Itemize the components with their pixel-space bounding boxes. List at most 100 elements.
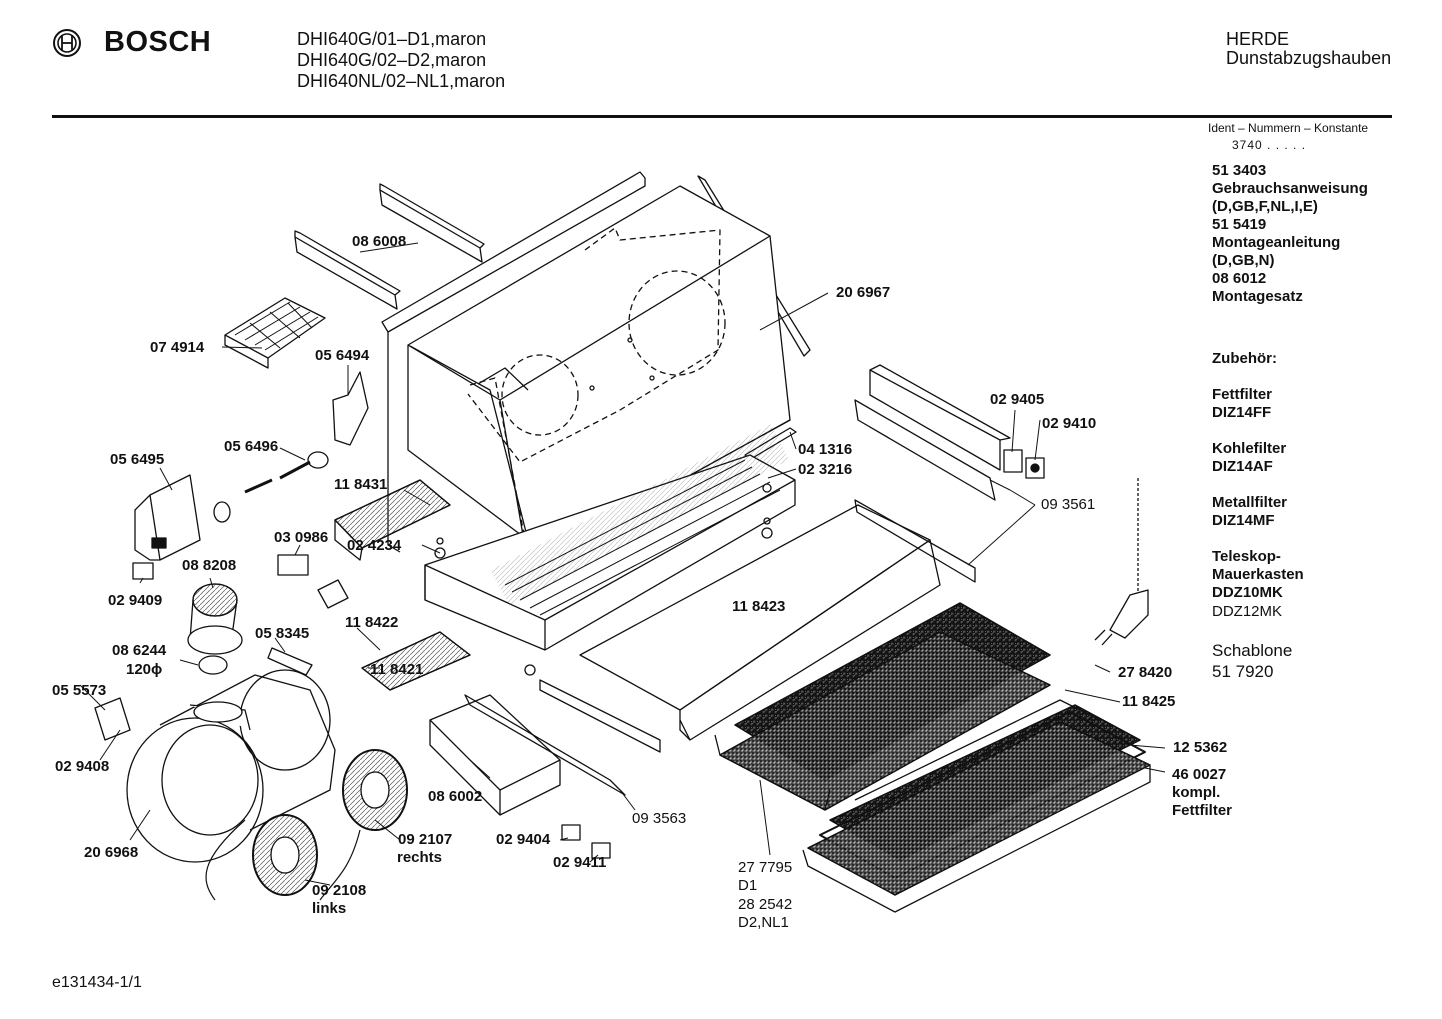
template-code: 51 7920 (1212, 662, 1274, 681)
doc-line: 51 3403 (1212, 162, 1267, 179)
part-label: 02 3216 (798, 461, 853, 478)
part-label: 11 8425 (1122, 693, 1176, 710)
brand-name: BOSCH (104, 26, 212, 58)
part-label: 02 9408 (55, 758, 110, 775)
blower-housing-part (127, 670, 335, 862)
part-label: 07 4914 (150, 339, 205, 356)
doc-line: 08 6012 (1212, 270, 1267, 287)
part-label: 02 9409 (108, 592, 163, 609)
accessory-item: Kohlefilter DIZ14AF (1212, 440, 1286, 476)
part-label: 09 2107 (398, 831, 453, 848)
part-label: links (312, 900, 347, 917)
part-label: 05 6496 (224, 438, 279, 455)
power-cable-part (1095, 478, 1148, 645)
accessory-item: Metallfilter DIZ14MF (1212, 494, 1287, 530)
part-label: 08 6244 (112, 642, 167, 659)
accessory-name: Kohlefilter (1212, 440, 1287, 457)
telescope-line: Mauerkasten (1212, 566, 1304, 583)
switch-part (562, 825, 580, 840)
part-label: 02 9410 (1042, 415, 1097, 432)
part-label: 09 2108 (312, 882, 367, 899)
part-label: 09 3563 (632, 810, 687, 827)
accessory-code: DIZ14AF (1212, 458, 1273, 475)
part-label: 28 2542 (738, 896, 793, 913)
part-label: 05 6495 (110, 451, 165, 468)
part-label: 11 8431 (334, 476, 388, 493)
document-code: e131434-1/1 (52, 974, 142, 991)
part-label: 46 0027 (1172, 766, 1227, 783)
part-label: 08 6002 (428, 788, 483, 805)
telescope-line: DDZ10MK (1212, 584, 1283, 601)
part-label: 20 6967 (836, 284, 891, 301)
wall-bracket-part (295, 184, 484, 309)
part-label: D1 (738, 877, 758, 894)
part-label: 05 8345 (255, 625, 310, 642)
rail-part (430, 680, 660, 815)
part-label: kompl. (1172, 784, 1221, 801)
grille-part (225, 298, 325, 368)
part-label: D2,NL1 (738, 914, 789, 931)
part-label: 12 5362 (1173, 739, 1228, 756)
part-label: 02 9411 (553, 854, 607, 871)
part-label: 04 1316 (798, 441, 853, 458)
doc-line: (D,GB,F,NL,I,E) (1212, 198, 1318, 215)
part-label: Fettfilter (1172, 802, 1232, 819)
part-label: 02 9405 (990, 391, 1045, 408)
grease-filter-part (715, 603, 1050, 810)
part-label: 09 3561 (1041, 496, 1096, 513)
doc-line: Montagesatz (1212, 288, 1303, 305)
header-divider (52, 115, 1392, 118)
fan-box-part (425, 442, 795, 675)
part-label: 120ϕ (126, 661, 163, 678)
part-label: 27 7795 (738, 859, 793, 876)
part-label: 02 4234 (347, 537, 402, 554)
part-label: 05 5573 (52, 682, 107, 699)
switch-part (278, 555, 308, 575)
part-label: 08 8208 (182, 557, 237, 574)
template-title: Schablone (1212, 641, 1293, 660)
part-label: 20 6968 (84, 844, 139, 861)
ident-title: Ident – Nummern – Konstante (1208, 121, 1369, 135)
disc-part (199, 656, 227, 674)
telescope-alt: DDZ12MK (1212, 603, 1283, 620)
part-label: 11 8421 (370, 661, 424, 678)
model-line: DHI640G/01–D1,maron (297, 29, 487, 49)
part-label: 11 8422 (345, 614, 399, 631)
clip-part (318, 580, 348, 608)
product-category: HERDE Dunstabzugshauben (1226, 30, 1391, 68)
ident-value: 3740 . . . . . (1232, 138, 1307, 152)
part-label: rechts (397, 849, 443, 866)
category-line: HERDE (1226, 29, 1290, 49)
part-label: 03 0986 (274, 529, 329, 546)
accessory-code: DIZ14FF (1212, 404, 1272, 421)
bosch-logo-icon (53, 29, 81, 57)
accessories-title: Zubehör: (1212, 350, 1277, 367)
relay-part (95, 698, 130, 740)
part-label: 08 6008 (352, 233, 407, 250)
accessory-name: Fettfilter (1212, 386, 1272, 403)
rail-part (855, 365, 1010, 582)
part-label: 05 6494 (315, 347, 370, 364)
accessory-code: DIZ14MF (1212, 512, 1275, 529)
switch-part (1004, 450, 1044, 478)
blower-wheel-part (206, 750, 407, 900)
lamp-channel-part (335, 480, 470, 690)
accessory-name: Metallfilter (1212, 494, 1288, 511)
frame-edge (680, 720, 690, 740)
telescope-box: Teleskop- Mauerkasten DDZ10MK DDZ12MK (1212, 548, 1304, 621)
category-line: Dunstabzugshauben (1226, 48, 1392, 68)
part-label: 02 9404 (496, 831, 551, 848)
doc-line: Gebrauchsanweisung (1212, 180, 1368, 197)
light-cover-frame (680, 540, 940, 740)
lamp-bracket-part (135, 475, 200, 560)
document-list: 51 3403 Gebrauchsanweisung (D,GB,F,NL,I,… (1212, 162, 1368, 306)
doc-line: (D,GB,N) (1212, 252, 1275, 269)
accessory-item: Fettfilter DIZ14FF (1212, 386, 1272, 422)
leader-lines (80, 243, 1165, 885)
model-line: DHI640G/02–D2,maron (297, 50, 487, 70)
doc-line: Montageanleitung (1212, 234, 1341, 251)
model-list: DHI640G/01–D1,maron DHI640G/02–D2,maron … (297, 29, 505, 92)
telescope-line: Teleskop- (1212, 548, 1281, 565)
switch-part (592, 843, 610, 858)
